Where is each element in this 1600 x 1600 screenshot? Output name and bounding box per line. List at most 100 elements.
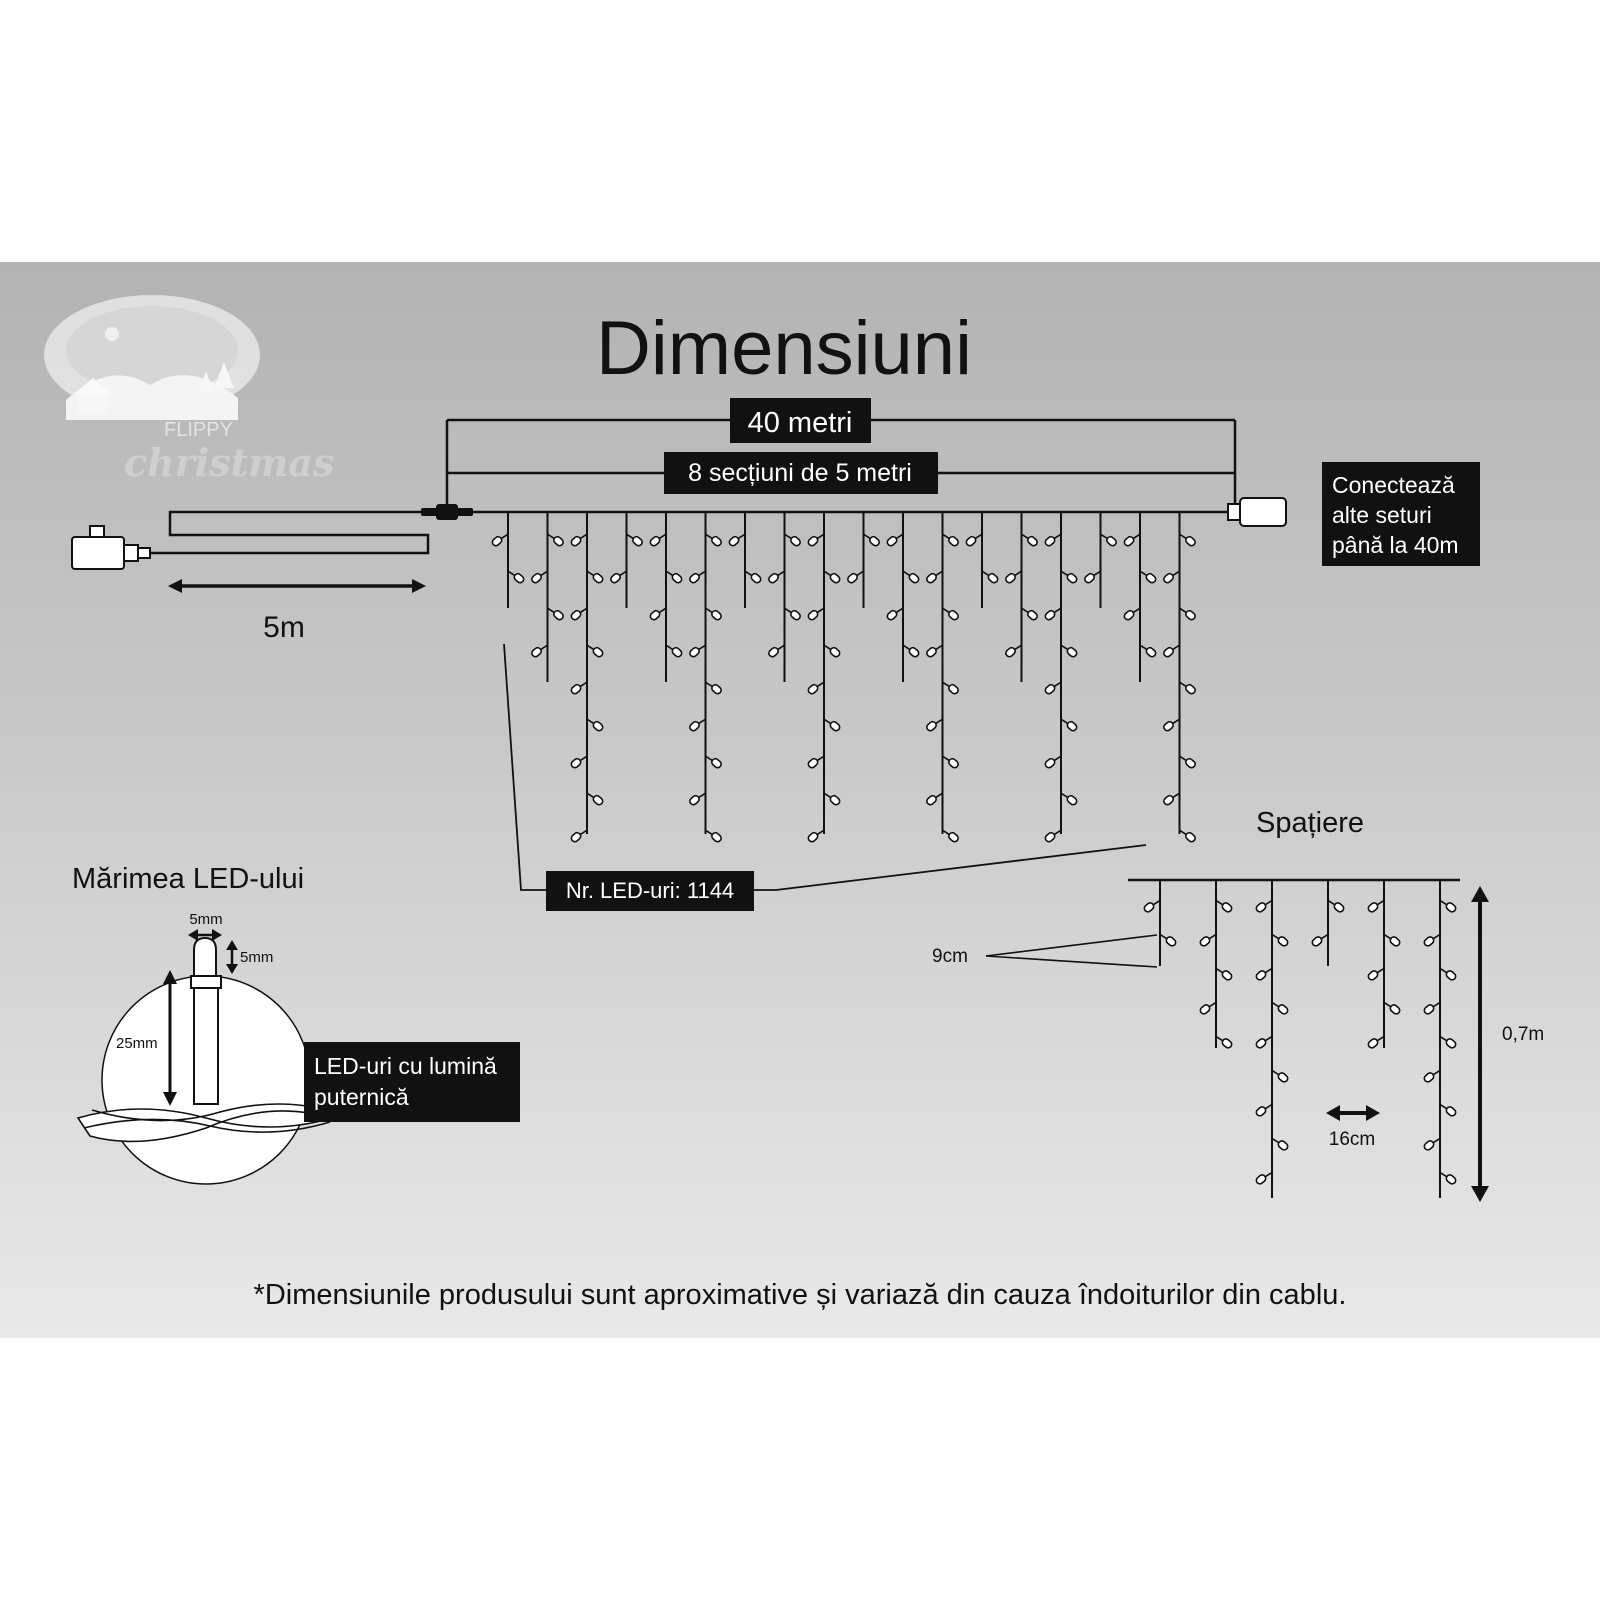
led-bulb xyxy=(1183,756,1198,770)
led-bulb xyxy=(1422,934,1436,949)
led-bulb xyxy=(946,534,961,548)
led-bulb xyxy=(1276,1070,1290,1085)
led-bulb xyxy=(1161,719,1176,733)
icicle-drop xyxy=(845,512,882,608)
led-height-label: 5mm xyxy=(240,949,273,966)
led-bulb xyxy=(709,756,724,770)
led-bulb xyxy=(1183,830,1198,844)
lead-length-arrow xyxy=(168,579,426,593)
led-length-arrow xyxy=(163,970,177,1106)
led-bulb xyxy=(924,719,939,733)
led-bulb xyxy=(946,756,961,770)
led-bulb xyxy=(1276,1138,1290,1153)
led-bulb xyxy=(828,793,842,807)
icicle-drop xyxy=(1366,880,1402,1051)
led-bulb xyxy=(630,534,645,548)
icicle-drop xyxy=(924,512,961,844)
led-length-label: 25mm xyxy=(116,1035,158,1052)
lead-length-label: 5m xyxy=(263,611,305,644)
led-bulb xyxy=(1025,608,1040,622)
led-bulb xyxy=(828,645,842,659)
led-bulb xyxy=(867,534,882,548)
led-bulb xyxy=(1043,756,1057,770)
led-bulb xyxy=(885,534,899,548)
led-bulb xyxy=(1220,968,1234,983)
led-bulb xyxy=(1082,571,1097,585)
led-bulb xyxy=(1144,571,1158,585)
led-bulb xyxy=(1183,682,1198,696)
led-detail-cable xyxy=(76,1103,335,1143)
led-bulb xyxy=(806,608,820,622)
footnote: *Dimensiunile produsului sunt aproximati… xyxy=(254,1279,1347,1311)
led-size-heading: Mărimea LED-ului xyxy=(72,863,304,895)
led-bulb xyxy=(1444,968,1458,983)
connect-note-box xyxy=(1322,462,1480,566)
icicle-drop xyxy=(648,512,684,682)
led-bulb xyxy=(806,830,820,844)
led-bulb xyxy=(529,571,544,585)
led-bulb xyxy=(687,571,702,585)
icicle-drop xyxy=(806,512,842,844)
led-bulb xyxy=(569,608,583,622)
led-bulb xyxy=(490,534,504,548)
icicle-drops xyxy=(490,512,1198,844)
led-bulb xyxy=(591,719,605,733)
icicle-drop xyxy=(964,512,1000,608)
total-length-box xyxy=(730,398,871,443)
lead-cable xyxy=(150,510,447,555)
led-bulb xyxy=(788,608,803,622)
logo-brand-script: christmas xyxy=(124,440,334,485)
led-bulb xyxy=(1142,900,1156,915)
led-count-label: Nr. LED-uri: 1144 xyxy=(566,878,734,903)
icicle-drop xyxy=(1254,880,1290,1198)
led-bulb xyxy=(806,682,820,696)
led-bulb xyxy=(1104,534,1119,548)
led-bulb xyxy=(709,534,724,548)
drop-height-arrow xyxy=(1471,886,1489,1202)
icicle-drop xyxy=(885,512,921,682)
led-bulb xyxy=(648,608,662,622)
led-bulb xyxy=(1043,830,1057,844)
led-bulb xyxy=(1276,1002,1290,1017)
led-bulb xyxy=(529,645,544,659)
connect-note-line-3: până la 40m xyxy=(1332,532,1459,558)
led-bulb xyxy=(1254,1104,1268,1119)
led-bulb xyxy=(1254,1036,1268,1051)
led-bulb xyxy=(1220,1036,1234,1051)
total-length-label: 40 metri xyxy=(748,407,853,439)
icicle-drop xyxy=(727,512,763,608)
led-bulb xyxy=(1065,645,1079,659)
led-bulb xyxy=(1254,968,1268,983)
led-bulb xyxy=(766,645,781,659)
connect-note-line-1: Conectează xyxy=(1332,472,1455,498)
led-bulb xyxy=(828,571,842,585)
led-bulb xyxy=(1065,571,1079,585)
sections-box xyxy=(664,452,938,494)
led-height-arrow xyxy=(226,940,238,974)
led-bulb xyxy=(885,608,899,622)
led-width-label: 5mm xyxy=(189,911,222,928)
sections-label: 8 secțiuni de 5 metri xyxy=(688,459,912,487)
led-bulb xyxy=(551,608,566,622)
led-bulb xyxy=(788,534,803,548)
led-bulb xyxy=(1444,1104,1458,1119)
led-bulb xyxy=(1161,571,1176,585)
led-bulb xyxy=(1003,571,1018,585)
led-bulb xyxy=(986,571,1000,585)
led-bulb xyxy=(828,719,842,733)
led-bulb xyxy=(766,571,781,585)
led-count-leader-right xyxy=(753,844,1147,891)
led-bulb xyxy=(946,682,961,696)
icicle-drop xyxy=(766,512,803,682)
led-bulb xyxy=(1310,934,1324,949)
led-bulb xyxy=(907,571,921,585)
led-bulb xyxy=(569,682,583,696)
connect-note-line-2: alte seturi xyxy=(1332,502,1432,528)
led-bulb xyxy=(907,645,921,659)
led-bulb xyxy=(1144,645,1158,659)
led-bulb xyxy=(806,756,820,770)
led-bulb xyxy=(1122,608,1136,622)
icicle-drop xyxy=(490,512,526,608)
drop-height-label: 0,7m xyxy=(1502,1024,1544,1045)
led-bulb xyxy=(1444,900,1458,915)
